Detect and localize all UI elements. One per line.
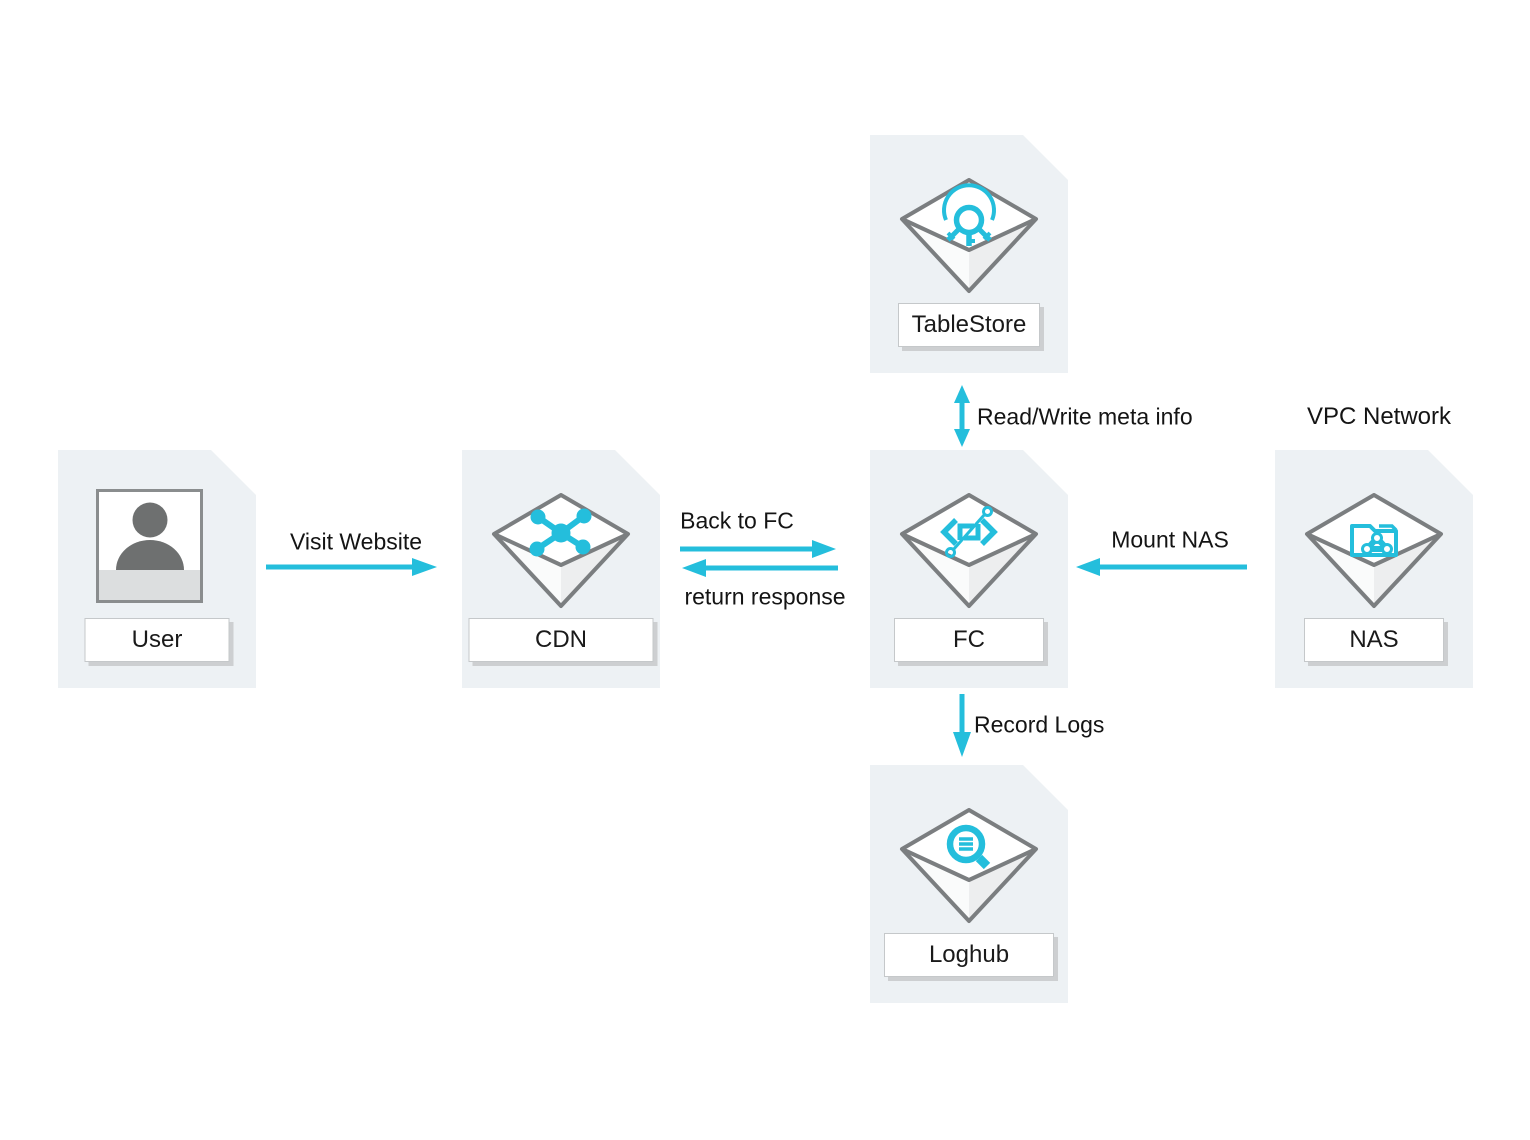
node-card-user: User [58, 450, 256, 688]
node-card-tablestore: TableStore [870, 135, 1068, 373]
node-card-cdn: CDN [462, 450, 660, 688]
node-label-tablestore: TableStore [898, 303, 1040, 347]
edge-label-back-to-fc: Back to FC [680, 507, 794, 534]
node-label-nas: NAS [1304, 618, 1444, 662]
edge-label-mount-nas: Mount NAS [1111, 526, 1229, 553]
edge-visit-website [266, 558, 437, 576]
edge-return-response [682, 559, 838, 577]
node-card-nas: NAS [1275, 450, 1473, 688]
node-card-loghub: Loghub [870, 765, 1068, 1003]
edge-label-read-write-meta: Read/Write meta info [977, 403, 1193, 430]
user-icon [99, 492, 200, 600]
edge-read-write-meta [954, 385, 970, 447]
edge-label-visit-website: Visit Website [289, 528, 423, 555]
function-compute-icon [899, 493, 1039, 609]
nas-shared-folder-icon [1304, 493, 1444, 609]
loghub-search-logs-icon [899, 808, 1039, 924]
user-photo-frame [96, 489, 203, 603]
cdn-network-hub-icon [491, 493, 631, 609]
node-card-fc: FC [870, 450, 1068, 688]
vpc-network-label: VPC Network [1306, 403, 1452, 430]
node-label-cdn: CDN [469, 618, 654, 662]
tablestore-key-ring-icon [899, 178, 1039, 294]
node-label-loghub: Loghub [884, 933, 1054, 977]
edge-record-logs [953, 694, 971, 757]
edge-label-record-logs: Record Logs [974, 711, 1105, 738]
edge-back-to-fc [680, 540, 836, 558]
node-label-fc: FC [894, 618, 1044, 662]
edge-label-return-response: return response [684, 583, 846, 610]
node-label-user: User [85, 618, 230, 662]
edge-mount-nas [1076, 558, 1247, 576]
